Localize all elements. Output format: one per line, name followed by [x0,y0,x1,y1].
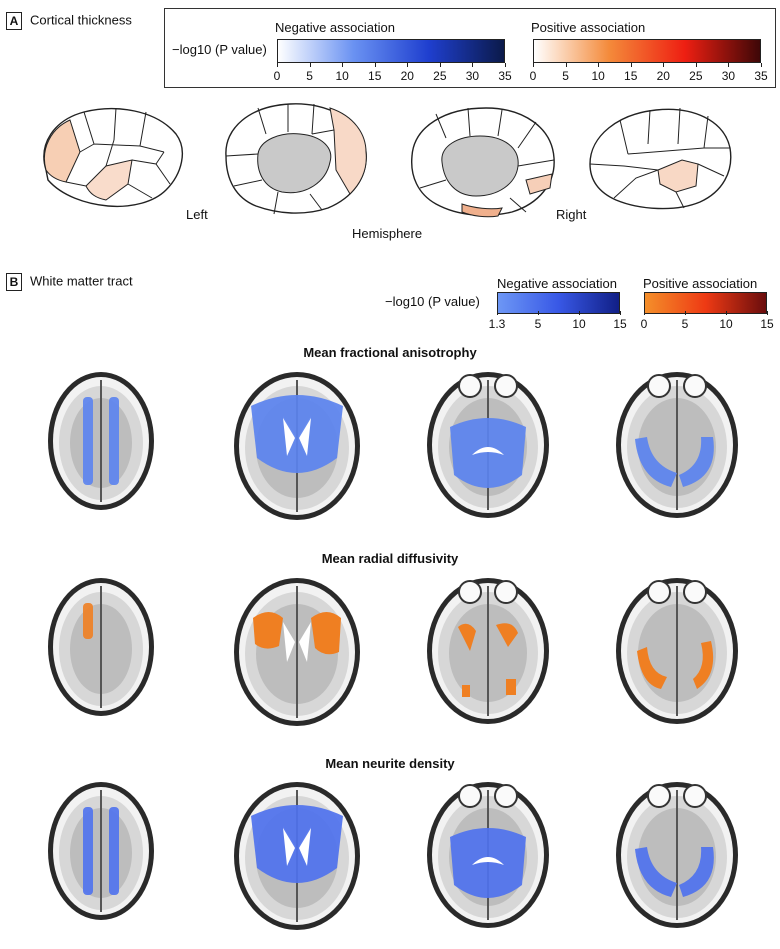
tract-positive-tick-label: 10 [719,317,733,331]
tract-positive-tick-mark [767,311,768,315]
cortical-positive-tick-label: 0 [529,69,537,83]
tract-positive-tick-mark [644,311,645,315]
cortical-axis-label: −log10 (P value) [172,42,267,57]
cortical-positive-tick-mark [663,63,665,67]
tract-negative-tick-label: 10 [572,317,586,331]
cortical-negative-tick-mark [374,63,376,67]
tract-axis-label: −log10 (P value) [385,294,480,309]
tract-positive-title: Positive association [643,276,758,291]
panel-b-heading: B White matter tract [6,273,133,291]
panel-a-title: Cortical thickness [30,12,132,28]
cortical-positive-tick-mark [695,63,697,67]
tract-positive-colorbar [644,292,767,314]
right-lateral-brain [589,107,732,210]
tract-negative-tick-mark [538,311,539,315]
brain-slice [48,578,154,716]
cortical-positive-tick-mark [728,63,730,67]
cortical-negative-tick-label: 25 [433,69,447,83]
row-title-rd: Mean radial diffusivity [321,551,459,566]
cortical-positive-tick-label: 15 [624,69,638,83]
brain-slice [234,782,360,930]
brain-slice [616,782,738,928]
cortical-negative-tick-mark [277,63,278,67]
tract-positive-tick-label: 0 [640,317,648,331]
cortical-negative-tick-label: 15 [368,69,382,83]
panel-a-letter: A [6,12,22,30]
cortical-negative-tick-mark [472,63,474,67]
brain-slice [427,782,549,928]
cortical-positive-tick-label: 35 [754,69,768,83]
panel-b-title: White matter tract [30,273,133,289]
cortical-negative-tick-mark [309,63,311,67]
row-title-nd: Mean neurite density [325,756,455,771]
hemisphere-label: Hemisphere [352,226,423,241]
cortical-positive-tick-mark [630,63,632,67]
brain-slice [616,578,738,724]
brain-slice [427,372,549,518]
tract-positive-tick-label: 5 [681,317,689,331]
cortical-positive-tick-mark [761,63,762,67]
cortical-negative-tick-mark [407,63,409,67]
tract-negative-tick-mark [579,311,580,315]
left-hemisphere-label: Left [186,207,208,222]
cortical-positive-tick-mark [598,63,600,67]
cortical-positive-tick-label: 30 [721,69,736,83]
cortical-positive-tick-label: 25 [689,69,703,83]
cortical-positive-title: Positive association [531,20,646,35]
brain-slice [48,782,154,920]
cortical-negative-tick-label: 35 [498,69,512,83]
left-lateral-brain [43,107,183,208]
cortical-positive-tick-mark [533,63,534,67]
cortical-positive-tick-label: 20 [656,69,670,83]
brain-slice [48,372,154,510]
tract-negative-colorbar [497,292,620,314]
cortical-negative-tick-label: 5 [306,69,313,83]
cortical-negative-tick-label: 10 [335,69,349,83]
cortical-negative-tick-mark [342,63,344,67]
right-medial-brain [411,107,555,218]
cortical-negative-tick-label: 30 [465,69,480,83]
cortical-positive-tick-label: 5 [562,69,569,83]
tract-positive-tick-mark [685,311,686,315]
left-medial-brain [225,103,367,215]
cortical-negative-tick-mark [505,63,506,67]
brain-slice [427,578,549,724]
panel-a-heading: A Cortical thickness [6,12,132,30]
brain-slice [616,372,738,518]
cortical-positive-colorbar [533,39,761,63]
brain-slice [234,372,360,520]
tract-positive-tick-label: 15 [760,317,774,331]
tract-negative-tick-label: 5 [534,317,542,331]
tract-negative-tick-mark [620,311,621,315]
panel-b-letter: B [6,273,22,291]
cortical-positive-tick-mark [565,63,567,67]
cortical-negative-title: Negative association [275,20,395,35]
cortical-positive-tick-label: 10 [591,69,605,83]
cortical-negative-tick-label: 20 [400,69,414,83]
right-hemisphere-label: Right [556,207,587,222]
brain-slice [234,578,360,726]
cortical-negative-colorbar [277,39,505,63]
tract-negative-tick-mark [497,311,498,315]
tract-negative-tick-label: 1.3 [488,317,506,331]
row-title-fa: Mean fractional anisotrophy [303,345,477,360]
tract-positive-tick-mark [726,311,727,315]
tract-negative-tick-label: 15 [613,317,627,331]
cortical-negative-tick-mark [439,63,441,67]
tract-negative-title: Negative association [497,276,617,291]
cortical-negative-tick-label: 0 [273,69,281,83]
cortical-legend: Negative association Positive associatio… [164,8,776,88]
